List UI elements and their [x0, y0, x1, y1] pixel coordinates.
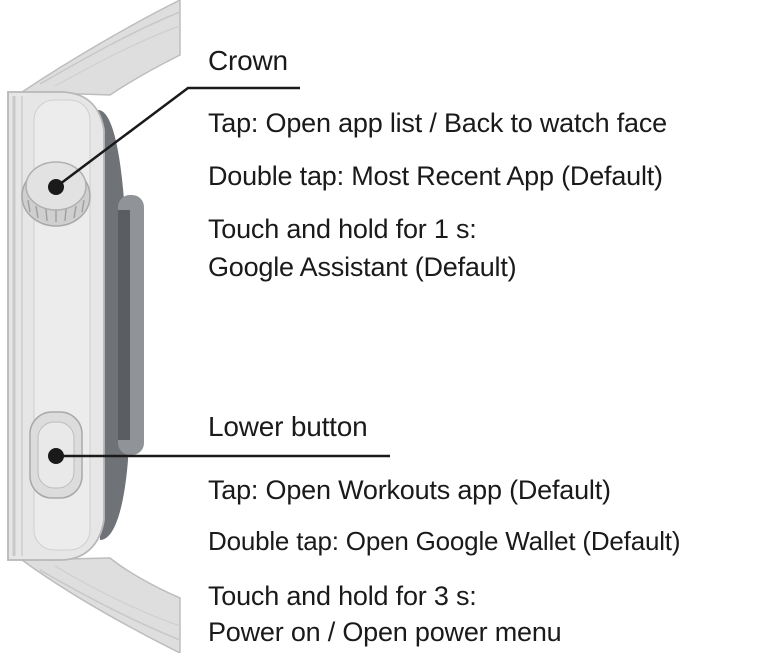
crown-knurl-lines [27, 199, 85, 222]
watch-band-bottom [19, 557, 181, 653]
crown-hold-title: Touch and hold for 1 s: [208, 214, 477, 244]
lower-button-double-tap-action: Double tap: Open Google Wallet (Default) [208, 526, 681, 556]
lower-button-tap-action: Tap: Open Workouts app (Default) [208, 475, 611, 505]
watch-band-top-groove [54, 25, 181, 87]
crown-title: Crown [208, 45, 288, 76]
watch-band-bottom-groove [54, 565, 181, 627]
crown-tap-action: Tap: Open app list / Back to watch face [208, 108, 667, 138]
lower-button-hold-action: Power on / Open power menu [208, 617, 562, 647]
crown-hold-action: Google Assistant (Default) [208, 252, 517, 282]
watch-bezel-inner [118, 210, 130, 440]
watch-band-bottom-groove [39, 569, 181, 641]
crown-double-tap-action: Double tap: Most Recent App (Default) [208, 161, 663, 191]
lower-button-hold-title: Touch and hold for 3 s: [208, 581, 477, 611]
crown-callout-line [55, 86, 300, 188]
watch-band-top-groove [39, 11, 181, 85]
lower-button-title: Lower button [208, 411, 368, 442]
